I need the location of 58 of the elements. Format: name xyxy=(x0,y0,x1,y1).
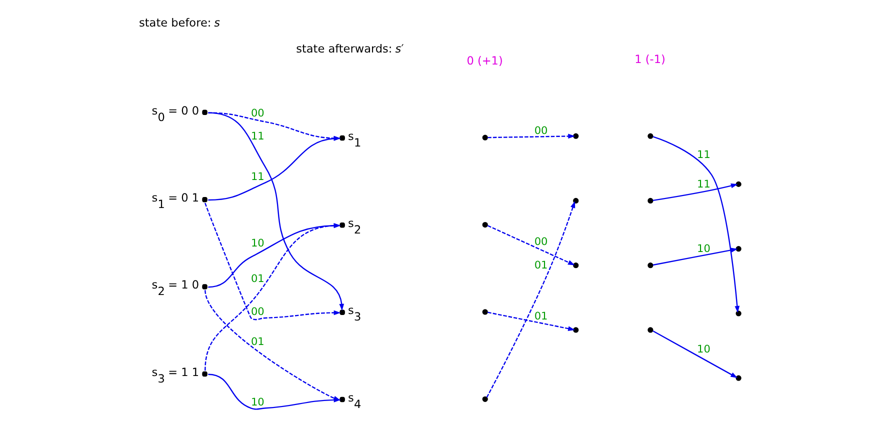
node-circle xyxy=(572,262,578,268)
node-circle xyxy=(339,222,344,228)
edge-label: 01 xyxy=(534,260,548,272)
node-circle xyxy=(339,396,344,402)
edge-label: 00 xyxy=(250,306,264,318)
edge-label: 10 xyxy=(696,344,710,356)
edge-label: 11 xyxy=(250,130,264,142)
arrow xyxy=(208,223,340,288)
node-circle xyxy=(202,284,207,290)
node-circle xyxy=(572,327,578,333)
node-circle xyxy=(202,110,207,116)
edge-label: 10 xyxy=(250,238,264,250)
arrow xyxy=(487,312,575,331)
edge-label: 01 xyxy=(534,310,548,323)
node-circle xyxy=(647,327,653,333)
arrow xyxy=(204,223,340,371)
node-circle xyxy=(339,310,344,315)
node-circle xyxy=(647,198,653,204)
arrow xyxy=(208,136,340,201)
node-circle xyxy=(482,134,488,140)
node-circle xyxy=(572,133,578,139)
node-circle xyxy=(572,198,578,204)
arrow xyxy=(652,136,740,313)
node-circle xyxy=(735,181,741,187)
node-circle xyxy=(482,309,488,315)
label: 0 (+1) xyxy=(466,54,502,68)
node-circle xyxy=(482,222,488,228)
node-circle xyxy=(647,262,653,268)
node-circle xyxy=(202,196,207,202)
edge-label: 10 xyxy=(696,242,710,255)
label: state before: s xyxy=(138,16,220,30)
arrow xyxy=(486,201,575,398)
arrow xyxy=(208,112,340,141)
arrow xyxy=(208,112,344,311)
edge-label: 10 xyxy=(250,396,264,408)
arrow xyxy=(204,202,340,320)
arrow xyxy=(652,330,738,378)
edge-label: 01 xyxy=(250,273,264,286)
edge-label: 01 xyxy=(250,336,264,348)
arrow xyxy=(652,248,738,266)
arrow xyxy=(486,225,574,266)
edge-label: 11 xyxy=(696,178,710,190)
edge-label: 00 xyxy=(534,124,548,137)
node-circle xyxy=(339,135,344,141)
label: 1 (-1) xyxy=(634,52,665,66)
edge-label: 00 xyxy=(534,236,548,248)
arrow xyxy=(487,134,575,139)
node-circle xyxy=(202,371,207,377)
node-circle xyxy=(735,375,741,381)
arrow xyxy=(652,183,738,202)
node-circle xyxy=(482,396,488,402)
edge-label: 11 xyxy=(696,149,710,162)
label: state afterwards: s′ xyxy=(296,42,404,56)
node-circle xyxy=(735,246,741,252)
edge-label: 00 xyxy=(250,108,264,120)
edge-label: 11 xyxy=(250,170,264,183)
node-circle xyxy=(735,310,741,316)
node-circle xyxy=(647,133,653,139)
